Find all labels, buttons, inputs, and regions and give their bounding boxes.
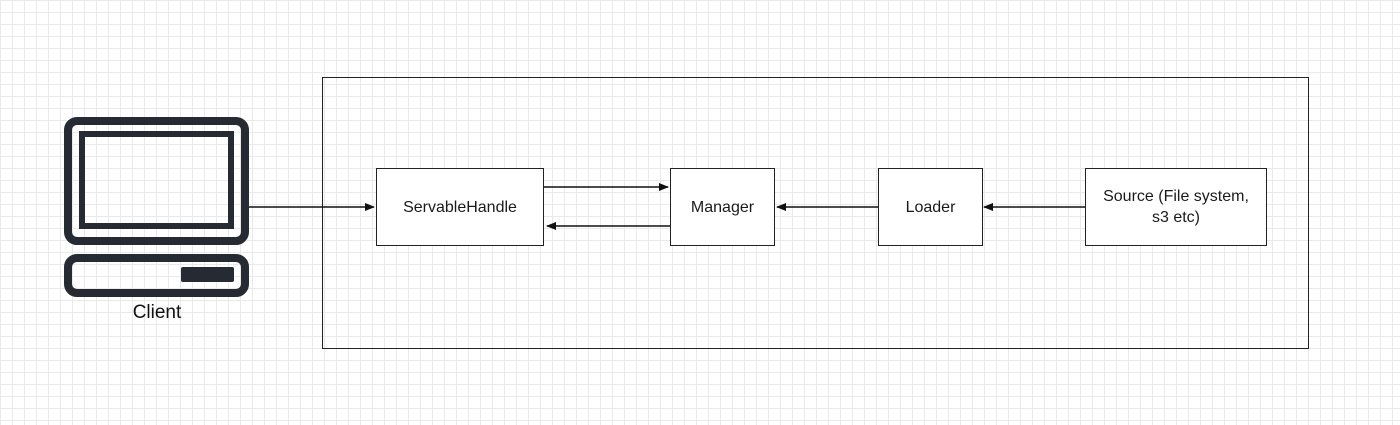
node-servablehandle[interactable]: ServableHandle xyxy=(376,168,544,246)
node-source-label: Source (File system, s3 etc) xyxy=(1103,188,1249,226)
node-source[interactable]: Source (File system, s3 etc) xyxy=(1085,168,1267,246)
computer-icon xyxy=(64,117,249,297)
node-servablehandle-label: ServableHandle xyxy=(403,198,517,216)
node-loader-label: Loader xyxy=(905,198,956,216)
node-manager-label: Manager xyxy=(690,198,755,216)
server-container xyxy=(322,77,1309,349)
node-manager[interactable]: Manager xyxy=(670,168,775,246)
node-loader[interactable]: Loader xyxy=(878,168,983,246)
client-label: Client xyxy=(132,302,182,323)
